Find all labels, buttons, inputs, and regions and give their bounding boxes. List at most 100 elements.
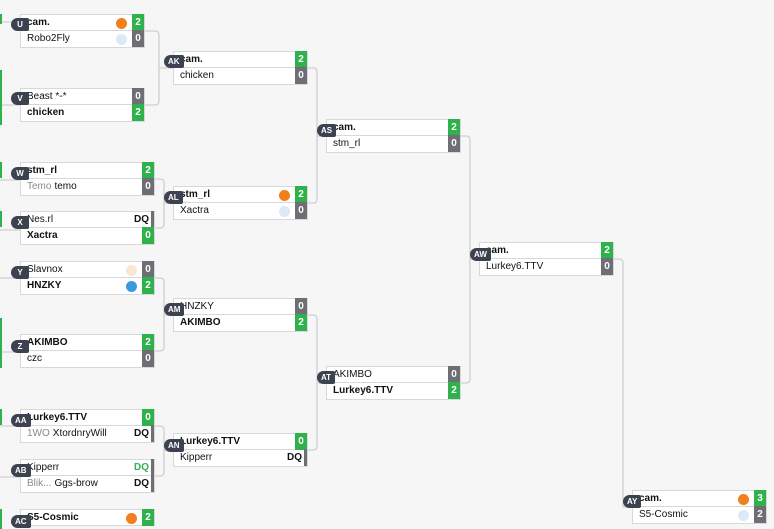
score-badge: DQ xyxy=(134,211,154,228)
match-ac[interactable]: S5-Cosmic 2 xyxy=(20,509,155,526)
connector-line xyxy=(145,68,160,106)
participant-row[interactable]: stm_rl 2 xyxy=(173,186,308,203)
participant-name: chicken xyxy=(180,68,214,83)
participant-row[interactable]: cam.2 xyxy=(173,51,308,68)
score-badge: 2 xyxy=(142,277,154,294)
participant-row[interactable]: Lurkey6.TTV 2 xyxy=(326,382,461,400)
participant-name: stm_rl xyxy=(27,163,57,178)
participant-row[interactable]: Lurkey6.TTV 0 xyxy=(173,433,308,450)
participant-name: AKIMBO xyxy=(180,315,221,330)
score-badge: 0 xyxy=(601,258,613,275)
participant-label: chicken xyxy=(27,107,65,118)
participant-row[interactable]: S5-Cosmic 2 xyxy=(20,509,155,526)
participant-prefix: 1WO xyxy=(27,428,50,439)
connector-line xyxy=(155,315,165,352)
connector-line xyxy=(308,136,318,204)
team-avatar-icon xyxy=(116,34,127,45)
participant-name: Beast *-* xyxy=(27,89,66,104)
participant-row[interactable]: Robo2Fly 0 xyxy=(20,30,145,48)
participant-row[interactable]: cam.2 xyxy=(479,242,614,259)
participant-row[interactable]: HNZKY 2 xyxy=(20,277,155,295)
participant-label: cam. xyxy=(180,54,203,65)
score-badge: 0 xyxy=(448,366,460,383)
participant-name: Robo2Fly xyxy=(27,31,70,46)
participant-row[interactable]: cam. 2 xyxy=(326,119,461,136)
participant-name: stm_rl xyxy=(333,136,360,151)
score-badge: 0 xyxy=(142,350,154,367)
participant-row[interactable]: AKIMBO 2 xyxy=(173,314,308,332)
connector-line xyxy=(308,314,326,384)
score-badge: 2 xyxy=(295,314,307,331)
participant-row[interactable]: AKIMBO 2 xyxy=(20,334,155,351)
participant-label: cam. xyxy=(333,122,356,133)
participant-name: Lurkey6.TTV xyxy=(333,383,393,398)
connector-line xyxy=(155,203,165,229)
score-badge: 2 xyxy=(754,506,766,523)
participant-row[interactable]: cam.3 xyxy=(632,490,767,507)
participant-label: Beast *-* xyxy=(27,91,67,102)
score-badge: 2 xyxy=(295,186,307,203)
participant-name: Blik...Ggs-brow xyxy=(27,476,98,491)
score-badge: 2 xyxy=(601,242,613,259)
participant-name: cam. xyxy=(333,120,356,135)
participant-name: stm_rl xyxy=(180,187,210,202)
participant-row[interactable]: Beast *-* 0 xyxy=(20,88,145,105)
score-badge: 2 xyxy=(448,382,460,399)
participant-label: AKIMBO xyxy=(27,337,68,348)
score-badge: 0 xyxy=(132,30,144,47)
score-badge: 0 xyxy=(295,433,307,450)
participant-label: S5-Cosmic xyxy=(27,512,79,523)
score-badge: 2 xyxy=(142,509,154,526)
participant-label: Kipperr xyxy=(180,452,213,463)
connector-line xyxy=(155,178,173,204)
participant-name: HNZKY xyxy=(27,278,61,293)
score-badge: 2 xyxy=(142,334,154,351)
match-id-badge: AS xyxy=(317,124,337,137)
participant-name: AKIMBO xyxy=(27,335,68,350)
participant-label: Lurkey6.TTV xyxy=(180,436,241,447)
connector-line xyxy=(155,450,165,477)
previous-round-edge xyxy=(0,509,2,529)
score-badge: 3 xyxy=(754,490,766,507)
score-badge: 2 xyxy=(448,119,460,136)
participant-name: Xactra xyxy=(180,203,209,218)
participant-row[interactable]: cam.2 xyxy=(20,14,145,31)
score-badge: 0 xyxy=(132,88,144,105)
